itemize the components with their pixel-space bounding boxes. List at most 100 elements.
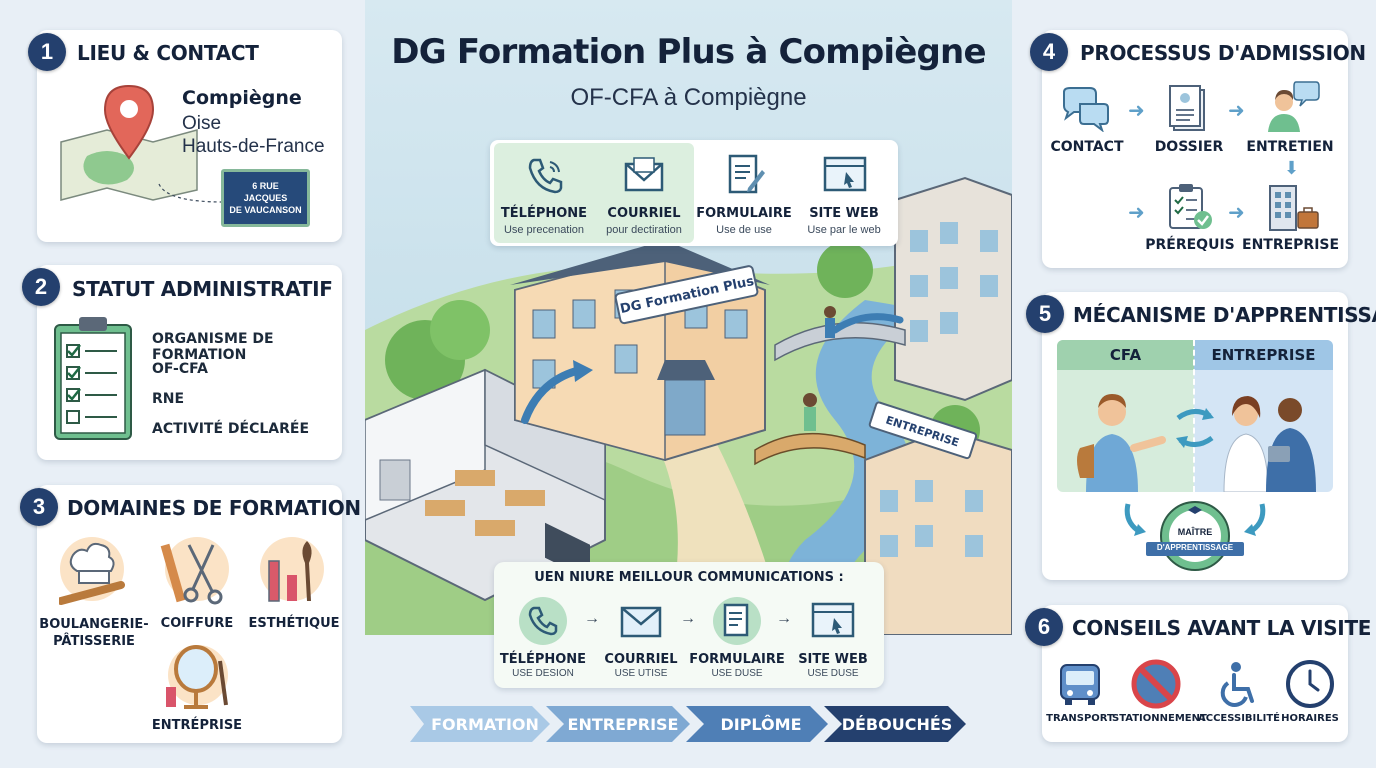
page-title: DG Formation Plus à Compiègne — [391, 32, 986, 72]
makeup-brush-icon — [260, 537, 324, 602]
mirror-icon — [166, 645, 228, 709]
contact-website[interactable]: SITE WEB Use par le web — [794, 140, 894, 246]
contact-website-sub: Use par le web — [807, 224, 881, 236]
lower-bridge — [754, 432, 866, 466]
envelope-icon — [620, 606, 662, 638]
section-title: PROCESSUS D'ADMISSION — [1080, 41, 1366, 65]
pathway-step: FORMATION — [431, 715, 539, 734]
phone-icon — [519, 597, 567, 645]
pathway-step: DÉBOUCHÉS — [841, 715, 953, 734]
company-building-icon — [1269, 185, 1319, 231]
contact-email[interactable]: COURRIEL pour dectiration — [594, 140, 694, 246]
conseil-label: HORAIRES — [1281, 713, 1339, 724]
enterprise-building — [864, 428, 1012, 635]
connector-line — [158, 183, 224, 203]
contact-email-label: COURRIEL — [607, 206, 681, 221]
student-icon — [1077, 394, 1166, 492]
browser-icon — [823, 156, 867, 192]
comm-website-sub: USE DUSE — [807, 668, 859, 679]
bus-icon — [1060, 664, 1100, 705]
arrow-icon: → — [584, 610, 600, 627]
envelope-icon — [624, 157, 664, 192]
department-name: Oise — [182, 113, 222, 134]
arrow-down-icon: ⬇ — [1284, 158, 1300, 178]
chat-bubbles-icon — [1063, 87, 1109, 132]
contact-form-label: FORMULAIRE — [696, 206, 792, 221]
section-mecanisme-apprentissage: MÉCANISME D'APPRENTISSAGE CFA ENTREPRISE — [1042, 292, 1376, 580]
exchange-arrows-icon — [1176, 408, 1214, 448]
clipboard-checklist-icon — [54, 317, 132, 440]
communications-panel: UEN NIURE MEILLOUR COMMUNICATIONS : TÉLÉ… — [494, 562, 884, 688]
section-lieu-contact: LIEU & CONTACT Compiègne Oise Hauts-de-F… — [37, 30, 342, 242]
section-number-badge: 2 — [22, 268, 60, 306]
upper-bridge — [774, 322, 906, 362]
pathway-bar: FORMATION ENTREPRISE DIPLÔME DÉBOUCHÉS — [410, 706, 970, 742]
section-title: DOMAINES DE FORMATION — [67, 496, 361, 520]
section-domaines-formation: DOMAINES DE FORMATION BOULANGERIE- PÂTIS… — [37, 485, 361, 743]
city-name: Compiègne — [182, 87, 302, 109]
street-sign: 6 RUE JACQUES DE VAUCANSON — [221, 169, 310, 227]
street-sign-line: 6 RUE — [252, 181, 279, 191]
admission-step: DOSSIER — [1154, 139, 1224, 155]
conseil-label: TRANSPORT — [1046, 713, 1114, 724]
interview-icon — [1268, 81, 1320, 132]
admission-step: ENTRETIEN — [1246, 139, 1334, 155]
contact-methods-panel: TÉLÉPHONE Use precenation COURRIEL pour … — [490, 140, 898, 246]
seal-label-bottom: D'APPRENTISSAGE — [1156, 543, 1234, 552]
clock-icon — [1286, 660, 1334, 708]
admission-step: ENTREPRISE — [1242, 237, 1340, 253]
section-number-badge: 1 — [28, 33, 66, 71]
form-icon — [713, 597, 761, 645]
comm-form[interactable]: FORMULAIRE USE DUSE — [689, 592, 785, 684]
contact-website-label: SITE WEB — [809, 206, 879, 221]
contact-phone-sub: Use precenation — [503, 224, 585, 236]
arrow-right-icon: ➜ — [1228, 100, 1245, 122]
section-title: LIEU & CONTACT — [77, 41, 259, 65]
comm-website[interactable]: SITE WEB USE DUSE — [794, 592, 872, 684]
domaine-label: ESTHÉTIQUE — [248, 616, 340, 631]
section-title: STATUT ADMINISTRATIF — [72, 277, 333, 301]
admission-step: CONTACT — [1050, 139, 1124, 155]
cfa-label: CFA — [1109, 346, 1142, 364]
comm-phone-sub: USE DESION — [512, 668, 574, 679]
comm-website-label: SITE WEB — [798, 652, 868, 667]
seal-label-top: MAÎTRE — [1177, 527, 1213, 537]
comm-form-sub: USE DUSE — [711, 668, 763, 679]
comm-email-label: COURRIEL — [604, 652, 678, 667]
page-subtitle: OF-CFA à Compiègne — [570, 84, 807, 111]
comm-phone[interactable]: TÉLÉPHONE USE DESION — [500, 592, 586, 684]
street-sign-line: DE VAUCANSON — [229, 205, 302, 215]
comm-phone-label: TÉLÉPHONE — [499, 652, 587, 667]
arrow-right-icon: ➜ — [1228, 202, 1245, 224]
section-conseils-visite: CONSEILS AVANT LA VISITE TRANSPORT STATI… — [1042, 605, 1371, 742]
statut-item: RNE — [152, 391, 185, 407]
admission-step: PRÉREQUIS — [1145, 237, 1235, 253]
chef-hat-icon — [59, 537, 125, 605]
section-statut-administratif: STATUT ADMINISTRATIF ORGANISME DE FORMAT… — [37, 265, 342, 460]
scissors-comb-icon — [160, 537, 229, 605]
browser-icon — [811, 602, 855, 638]
map-pin-icon — [60, 84, 198, 201]
employer-mentor-icon — [1223, 396, 1316, 492]
office-tower — [894, 176, 1012, 402]
contact-form[interactable]: FORMULAIRE Use de use — [694, 140, 794, 246]
contact-email-sub: pour dectiration — [606, 224, 682, 236]
statut-item: ORGANISME DE FORMATION — [152, 331, 274, 363]
comm-email[interactable]: COURRIEL USE UTISE — [602, 592, 680, 684]
section-title: MÉCANISME D'APPRENTISSAGE — [1073, 303, 1376, 327]
section-number-badge: 3 — [20, 488, 58, 526]
arrow-icon: → — [776, 610, 792, 627]
communications-title: UEN NIURE MEILLOUR COMMUNICATIONS : — [534, 570, 844, 585]
contact-form-sub: Use de use — [716, 224, 772, 236]
phone-icon — [528, 158, 563, 194]
checklist-icon — [1169, 184, 1212, 229]
contact-phone[interactable]: TÉLÉPHONE Use precenation — [494, 140, 594, 246]
region-name: Hauts-de-France — [182, 136, 325, 157]
arrow-right-icon: ➜ — [1128, 100, 1145, 122]
pathway-step: DIPLÔME — [720, 715, 802, 734]
arrow-icon: → — [680, 610, 696, 627]
conseil-label: STATIONNEMENT — [1112, 713, 1207, 724]
contact-phone-label: TÉLÉPHONE — [500, 206, 588, 221]
section-title: CONSEILS AVANT LA VISITE — [1072, 616, 1372, 640]
arrow-right-icon: ➜ — [1128, 202, 1145, 224]
